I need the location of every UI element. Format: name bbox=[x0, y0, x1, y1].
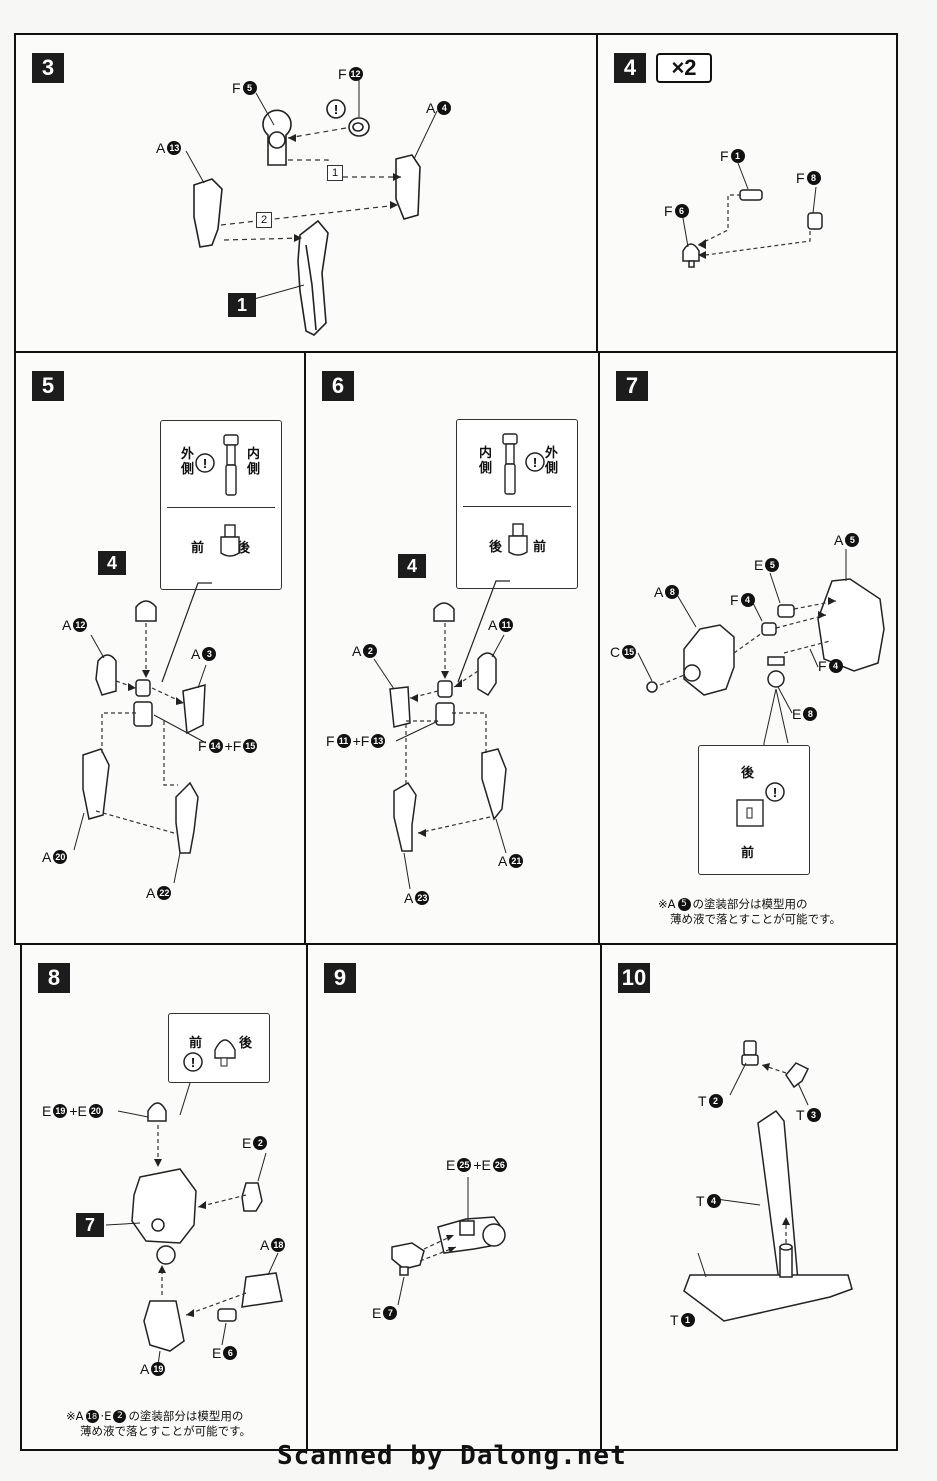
step-8-diagram bbox=[105, 1082, 283, 1366]
label-back: 後 bbox=[741, 766, 755, 781]
panel-step-3: 3 bbox=[14, 33, 598, 353]
orientation-inset: 内 側 外 側 後 前 ! bbox=[456, 419, 578, 589]
step-9-diagram bbox=[391, 1177, 506, 1306]
inset-part: ! bbox=[736, 782, 785, 827]
inset-divider bbox=[167, 507, 275, 508]
route-1: 1 bbox=[327, 165, 343, 181]
svg-text:!: ! bbox=[533, 455, 537, 470]
step-4-diagram bbox=[682, 162, 823, 268]
step-number: 3 bbox=[32, 53, 64, 83]
panel-step-8: 8 前 後 ! bbox=[20, 943, 308, 1451]
step-number: 5 bbox=[32, 371, 64, 401]
inset-parts: ! bbox=[502, 433, 545, 556]
label-front: 前 bbox=[533, 540, 547, 555]
sub-step-4: 4 bbox=[98, 551, 126, 575]
multiplier-badge: ×2 bbox=[656, 53, 712, 83]
sub-step-7: 7 bbox=[76, 1213, 104, 1237]
route-2: 2 bbox=[256, 212, 272, 228]
sub-part-1: 1 bbox=[228, 293, 256, 317]
panel-step-7: 7 bbox=[598, 351, 898, 945]
label-outer: 外 側 bbox=[545, 446, 559, 476]
step-number: 9 bbox=[324, 963, 356, 993]
panel-step-6: 6 内 側 外 側 後 前 ! bbox=[304, 351, 600, 945]
orientation-inset: 後 ! 前 bbox=[698, 745, 810, 875]
label-front: 前 bbox=[741, 846, 755, 861]
scanner-credit: Scanned by Dalong.net bbox=[277, 1441, 627, 1471]
svg-text:!: ! bbox=[191, 1055, 195, 1070]
sub-step-4: 4 bbox=[398, 554, 426, 578]
svg-text:!: ! bbox=[773, 785, 777, 800]
orientation-inset: 外 側 内 側 前 後 ! bbox=[160, 420, 282, 590]
step-6-diagram bbox=[373, 580, 510, 890]
step-number: 10 bbox=[618, 963, 650, 993]
label-back: 後 bbox=[239, 1036, 253, 1051]
inset-parts: ! bbox=[195, 434, 240, 557]
inset-part: ! bbox=[183, 1039, 236, 1072]
panel-step-5: 5 外 側 内 側 前 後 ! bbox=[14, 351, 306, 945]
step-number: 4 bbox=[614, 53, 646, 83]
step-10-diagram bbox=[683, 1040, 853, 1322]
label-inner: 内 側 bbox=[479, 446, 493, 476]
label-back: 後 bbox=[489, 540, 503, 555]
step-number: 6 bbox=[322, 371, 354, 401]
orientation-inset: 前 後 ! bbox=[168, 1013, 270, 1083]
inset-divider bbox=[463, 506, 571, 507]
label-front: 前 bbox=[191, 541, 205, 556]
step-7-diagram bbox=[637, 549, 885, 745]
label-front: 前 bbox=[189, 1036, 203, 1051]
svg-text:!: ! bbox=[203, 456, 207, 471]
label-back: 後 bbox=[237, 541, 251, 556]
step-5-diagram bbox=[73, 582, 212, 884]
label-inner: 内 側 bbox=[247, 447, 261, 477]
step-number: 7 bbox=[616, 371, 648, 401]
step-3-diagram: ! bbox=[185, 79, 438, 336]
step-number: 8 bbox=[38, 963, 70, 993]
label-outer: 外 側 bbox=[181, 447, 195, 477]
svg-text:!: ! bbox=[334, 102, 338, 117]
